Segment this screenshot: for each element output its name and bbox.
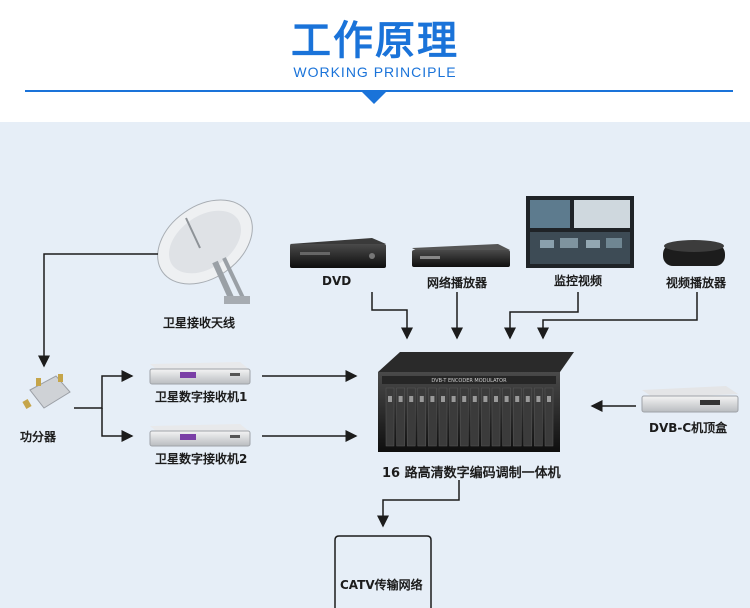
encoder-slot-connector [472, 396, 477, 402]
receiver1-icon [149, 362, 251, 385]
encoder-slot-connector [430, 396, 435, 402]
satellite-dish-icon [157, 199, 253, 304]
surveillance-label: 监控视频 [554, 274, 603, 288]
catv-label: CATV传输网络 [340, 578, 423, 592]
encoder-channel-slot [428, 387, 437, 447]
dvd-player-icon [290, 238, 386, 268]
header-divider [25, 90, 733, 104]
encoder-slot-connector [515, 396, 520, 402]
encoder-slot-connector [525, 396, 530, 402]
encoder-slot-connector [451, 396, 456, 402]
encoder-channel-slot [512, 387, 522, 447]
encoder-channel-slot [491, 387, 501, 447]
network-player-icon [412, 244, 510, 267]
encoder-slot-connector [536, 396, 541, 402]
encoder-channel-slot [481, 387, 490, 447]
encoder-chassis-icon [378, 352, 574, 452]
receiver2-icon [149, 424, 251, 447]
encoder-slot-connector [504, 396, 509, 402]
encoder-channel-slot [534, 387, 543, 447]
encoder-channel-slot [523, 387, 533, 447]
encoder-channel-slot [459, 387, 469, 447]
encoder-slot-connector [547, 396, 551, 402]
encoder-channel-slot [396, 387, 405, 447]
encoder-slot-connector [494, 396, 498, 402]
video-player-icon [663, 240, 725, 266]
encoder-slot-connector [419, 396, 424, 402]
encoder-slot-connector [462, 396, 467, 402]
encoder-channel-slot [417, 387, 427, 447]
encoder-slot-connector [409, 396, 414, 402]
receiver2-label: 卫星数字接收机2 [155, 452, 248, 466]
encoder-faceplate-label: DVB-T ENCODER MODULATOR [431, 378, 507, 384]
antenna-label: 卫星接收天线 [163, 316, 236, 330]
surveillance-monitor-icon [526, 196, 634, 268]
video-player-label: 视频播放器 [666, 276, 727, 290]
connector-arrows [38, 253, 698, 528]
encoder-channel-slot [470, 387, 480, 447]
encoder-channel-slot [385, 387, 395, 447]
encoder-channel-slot [502, 387, 511, 447]
dvbc-stb-label: DVB-C机顶盒 [649, 421, 728, 435]
page-title: 工作原理 [291, 18, 459, 64]
encoder-channel-slot [438, 387, 448, 447]
catv-network-box [334, 535, 432, 608]
encoder-channel-slot [406, 387, 416, 447]
network-player-label: 网络播放器 [427, 276, 488, 290]
encoder-slot-connector [441, 396, 445, 402]
encoder-slot-connector [388, 396, 392, 402]
page-subtitle: WORKING PRINCIPLE [293, 64, 457, 80]
encoder-slot-connector [398, 396, 403, 402]
dvd-label: DVD [322, 274, 352, 288]
encoder-label: 16 路高清数字编码调制一体机 [382, 466, 561, 481]
splitter-icon [22, 374, 71, 409]
encoder-channel-slot [449, 387, 458, 447]
splitter-label: 功分器 [20, 430, 57, 444]
encoder-slot-connector [483, 396, 488, 402]
receiver1-label: 卫星数字接收机1 [155, 390, 248, 404]
encoder-channel-slot [544, 387, 554, 447]
dvbc-stb-icon [641, 386, 739, 413]
